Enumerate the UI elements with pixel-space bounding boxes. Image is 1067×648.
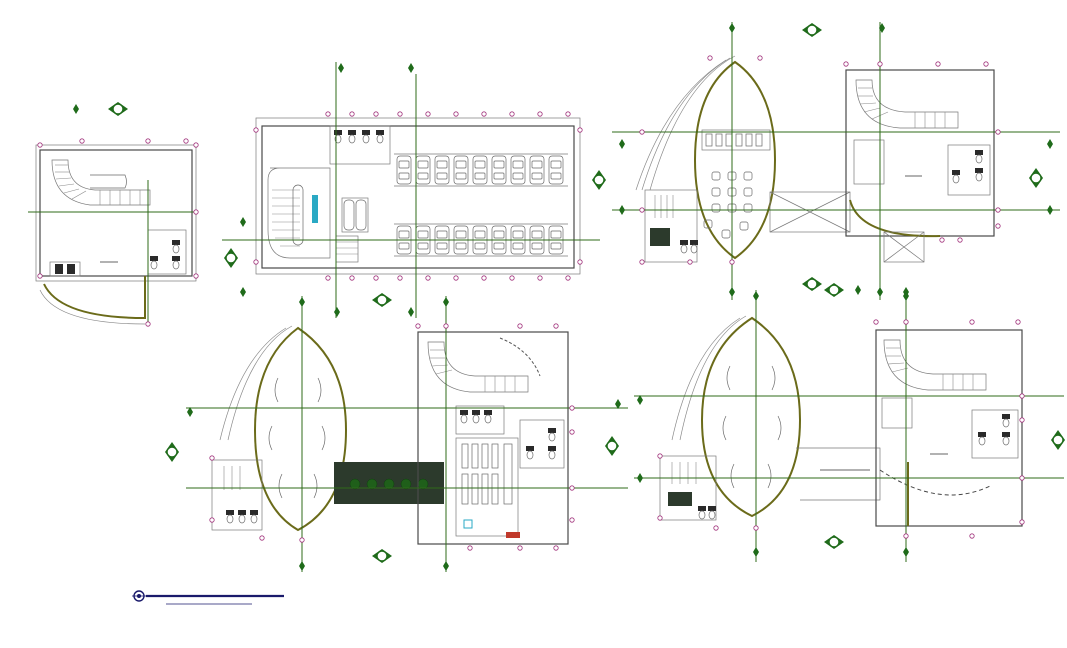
oval-library-and-stair-block-plan: [612, 22, 1060, 300]
small-stair-block-plan: [28, 101, 199, 327]
scale-bar: [132, 590, 284, 605]
oval-hall-and-connector-plan: [634, 285, 1066, 562]
parking-level-plan: [222, 62, 607, 318]
oval-hall-and-classroom-plan: [164, 296, 628, 572]
